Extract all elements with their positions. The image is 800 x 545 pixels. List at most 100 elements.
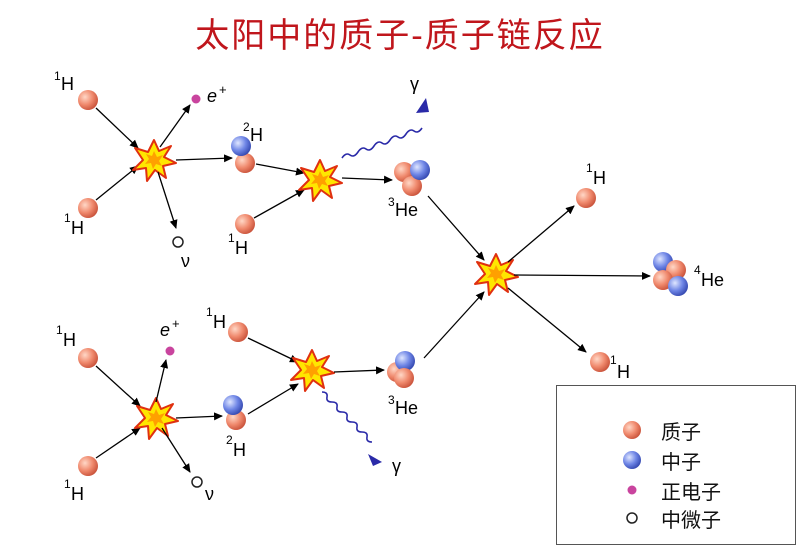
helium3-proton xyxy=(402,176,422,196)
legend-item-neutrino: 中微子 xyxy=(621,504,721,532)
proton-particle xyxy=(228,322,248,342)
reaction-arrow xyxy=(95,165,139,201)
label-sup: 1 xyxy=(206,305,213,319)
label-positron: e xyxy=(160,320,170,340)
reaction-arrow xyxy=(95,107,139,149)
label-he: He xyxy=(395,200,418,220)
label-h: H xyxy=(593,168,606,188)
label-sup: 1 xyxy=(610,353,617,367)
label-gamma: γ xyxy=(392,456,401,476)
proton-particle xyxy=(576,188,596,208)
label-plus: + xyxy=(219,82,227,97)
reaction-arrow xyxy=(507,287,587,353)
legend-item-proton: 质子 xyxy=(621,416,701,444)
legend-item-positron: 正电子 xyxy=(621,476,721,504)
proton-particle xyxy=(78,198,98,218)
particle-labels: 1 H 1 H e + ν 2 H 1 H γ 3 He 1 H 4 xyxy=(54,69,724,504)
reaction-arrow xyxy=(341,175,393,184)
label-h: H xyxy=(233,440,246,460)
positron-particle xyxy=(191,94,201,104)
helium4-neutron xyxy=(668,276,688,296)
reaction-arrow xyxy=(95,365,141,407)
label-he: He xyxy=(701,270,724,290)
label-positron: e xyxy=(207,86,217,106)
label-sup: 1 xyxy=(56,323,63,337)
legend-label: 中子 xyxy=(661,449,701,474)
reaction-arrow xyxy=(159,104,191,148)
deuterium-proton xyxy=(235,153,255,173)
label-sup: 2 xyxy=(226,433,233,447)
proton-particle xyxy=(235,214,255,234)
reaction-arrow xyxy=(155,359,169,403)
label-h: H xyxy=(71,484,84,504)
reaction-arrow xyxy=(247,383,299,415)
reaction-arrow xyxy=(333,366,385,375)
label-sup: 1 xyxy=(54,69,61,83)
reaction-arrow xyxy=(507,205,575,263)
reaction-arrow xyxy=(175,154,233,163)
reaction-arrow xyxy=(161,427,191,473)
gamma-arrowhead xyxy=(416,98,429,113)
proton-particle xyxy=(78,348,98,368)
label-sup: 1 xyxy=(228,231,235,245)
label-sup: 3 xyxy=(388,195,395,209)
deuterium-neutron xyxy=(223,395,243,415)
deuterium-neutron xyxy=(231,136,251,156)
label-h: H xyxy=(61,74,74,94)
neutrino-particle xyxy=(172,236,184,248)
label-h: H xyxy=(250,125,263,145)
label-plus: + xyxy=(172,316,180,331)
legend: 质子 中子 正电子 中微子 xyxy=(556,385,796,545)
reaction-arrow xyxy=(253,189,305,219)
reaction-arrow xyxy=(427,195,485,261)
label-h: H xyxy=(617,362,630,382)
gamma-wave xyxy=(341,127,423,159)
label-sup: 4 xyxy=(694,263,701,277)
reaction-arrow xyxy=(247,337,299,363)
proton-particle xyxy=(78,456,98,476)
label-h: H xyxy=(63,330,76,350)
label-neutrino: ν xyxy=(181,251,190,271)
label-h: H xyxy=(71,218,84,238)
reaction-arrow xyxy=(255,163,305,176)
label-sup: 3 xyxy=(388,393,395,407)
page-title: 太阳中的质子-质子链反应 xyxy=(195,16,605,56)
proton-particle xyxy=(590,352,610,372)
proton-icon xyxy=(623,421,641,439)
label-h: H xyxy=(213,312,226,332)
deuterium-proton xyxy=(226,410,246,430)
legend-label: 中微子 xyxy=(661,507,721,532)
positron-icon xyxy=(627,485,637,495)
neutrino-particle xyxy=(191,476,203,488)
legend-label: 质子 xyxy=(661,419,701,444)
helium3-neutron xyxy=(395,351,415,371)
fusion-burst-icon xyxy=(134,397,179,440)
gamma-wave xyxy=(321,391,373,443)
gamma-arrowhead xyxy=(368,454,382,466)
label-sup: 1 xyxy=(64,477,71,491)
label-sup: 1 xyxy=(64,211,71,225)
reaction-arrow xyxy=(157,171,178,229)
fusion-burst-icon xyxy=(298,159,343,202)
label-gamma: γ xyxy=(410,74,419,94)
label-sup: 2 xyxy=(243,120,250,134)
legend-label: 正电子 xyxy=(661,479,721,504)
reaction-arrow xyxy=(175,412,223,421)
reaction-arrow xyxy=(95,427,141,459)
label-h: H xyxy=(235,238,248,258)
fusion-burst-icon xyxy=(132,139,177,182)
neutrino-icon xyxy=(626,512,638,524)
label-neutrino: ν xyxy=(205,484,214,504)
reaction-arrow xyxy=(513,271,651,280)
positron-particle xyxy=(165,346,175,356)
proton-particle xyxy=(78,90,98,110)
label-sup: 1 xyxy=(586,161,593,175)
legend-item-neutron: 中子 xyxy=(621,446,701,474)
helium4-proton xyxy=(653,270,673,290)
neutron-icon xyxy=(623,451,641,469)
helium3-proton xyxy=(394,368,414,388)
reaction-arrow xyxy=(423,291,485,359)
fusion-burst-icon xyxy=(474,253,519,296)
